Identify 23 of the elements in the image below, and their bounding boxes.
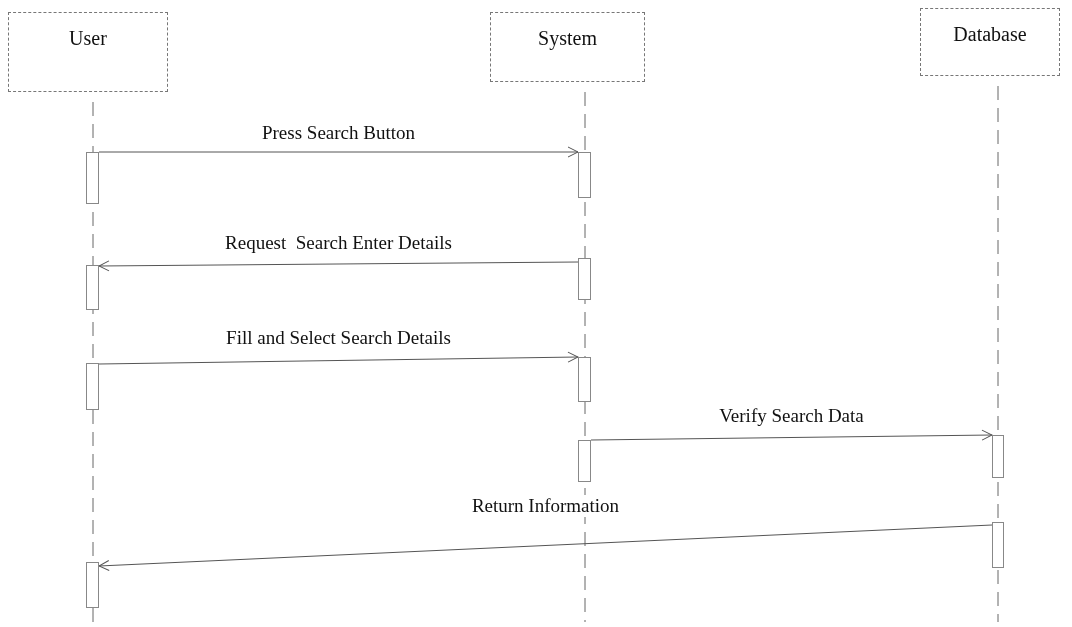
message-arrow [98, 351, 579, 365]
message-arrow [98, 524, 993, 572]
activation-bar [578, 258, 591, 300]
participant-box [8, 12, 168, 92]
participant-name: Database [953, 23, 1027, 46]
activation-bar [86, 562, 99, 608]
participant-name: User [69, 27, 107, 50]
activation-bar [992, 522, 1004, 568]
message-label: Return Information [469, 495, 622, 517]
message-arrow [590, 429, 993, 441]
activation-bar [578, 357, 591, 402]
message-label: Verify Search Data [717, 405, 866, 427]
message-arrow [98, 146, 579, 158]
activation-bar [578, 440, 591, 482]
activation-bar [86, 363, 99, 410]
activation-bar [86, 152, 99, 204]
participant-name: System [538, 27, 597, 50]
participant-box [920, 8, 1060, 76]
participant-box [490, 12, 645, 82]
activation-bar [86, 265, 99, 310]
activation-bar [578, 152, 591, 198]
message-arrow [98, 260, 579, 272]
activation-bar [992, 435, 1004, 478]
